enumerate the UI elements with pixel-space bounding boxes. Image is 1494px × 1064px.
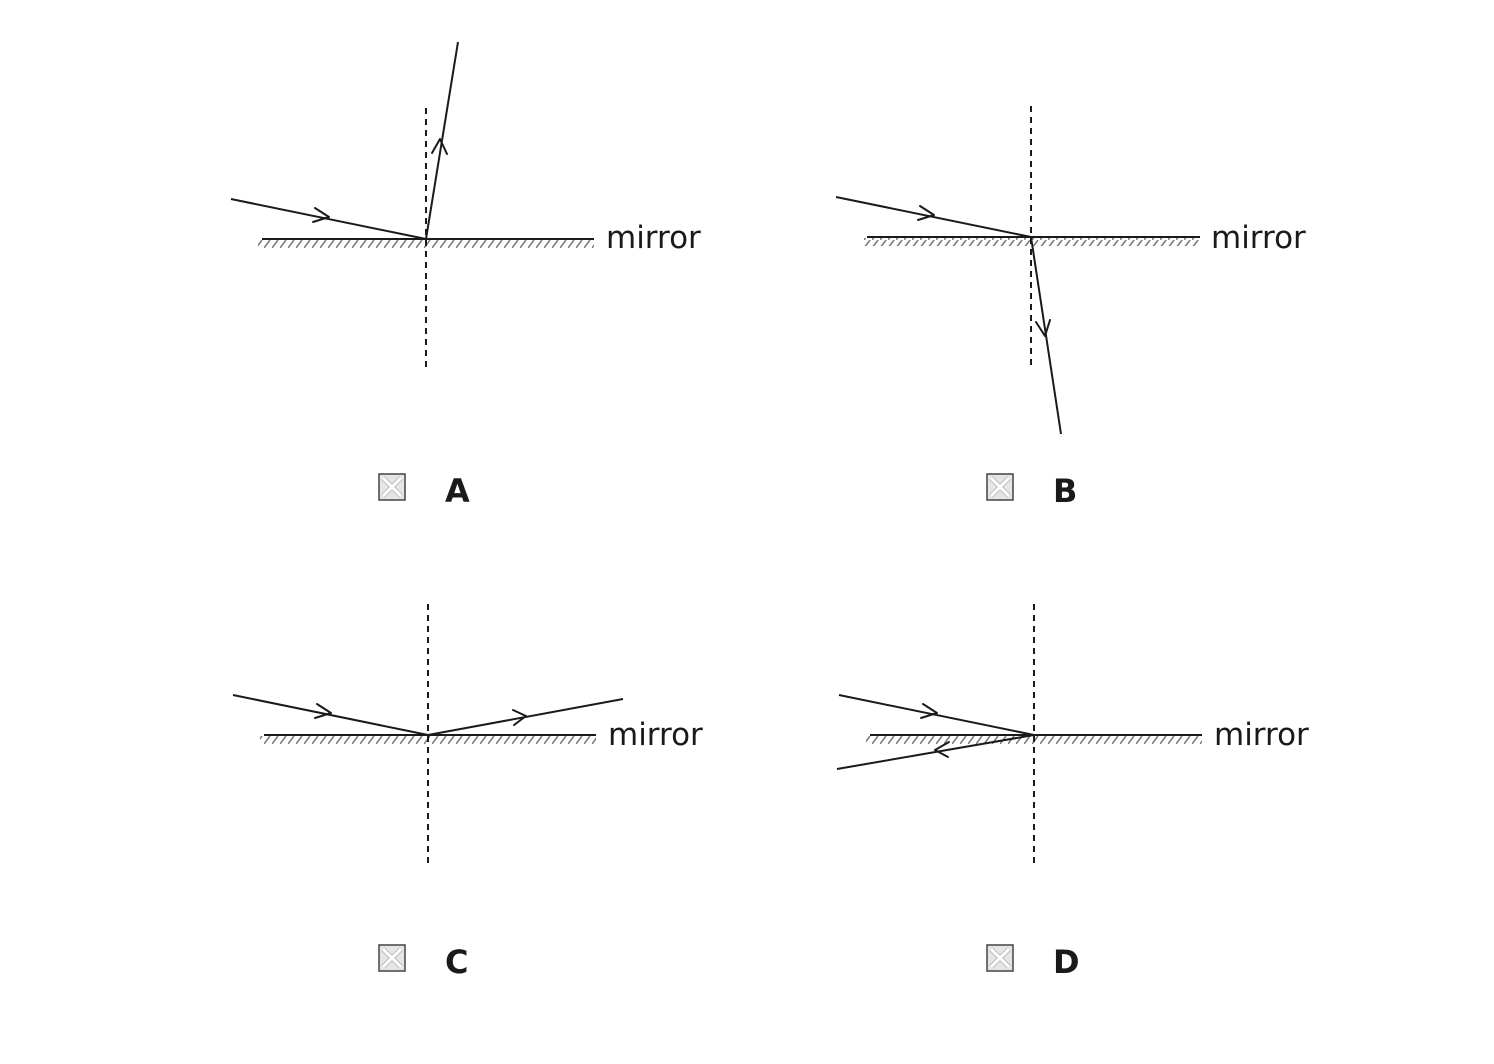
mirror-label: mirror	[1211, 220, 1306, 256]
option-c-diagram: mirror C	[232, 604, 703, 981]
option-letter: B	[1053, 472, 1077, 510]
incident-ray	[230, 198, 427, 240]
incident-ray	[838, 694, 1035, 736]
crossed-checkbox-icon-highlight-2	[989, 476, 1011, 498]
incident-arrowhead-icon	[312, 207, 330, 223]
option-b-checkbox[interactable]	[986, 473, 1014, 501]
mirror-label: mirror	[608, 717, 703, 753]
option-d-diagram: mirror D	[836, 604, 1309, 981]
incident-arrowhead-icon	[314, 703, 332, 719]
incident-arrowhead-icon	[920, 703, 938, 719]
option-letter: D	[1053, 943, 1080, 981]
reflected-arrowhead-icon	[431, 138, 448, 155]
mirror-label: mirror	[1214, 717, 1309, 753]
option-b-diagram: mirror B	[835, 106, 1306, 510]
option-letter: A	[445, 472, 470, 510]
crossed-checkbox-icon-highlight-2	[989, 947, 1011, 969]
crossed-checkbox-icon-highlight-2	[381, 947, 403, 969]
reflected-ray	[836, 734, 1035, 770]
incident-arrowhead-icon	[917, 205, 935, 221]
reflected-arrowhead-icon	[512, 709, 527, 726]
reflected-ray	[425, 41, 459, 240]
incident-ray	[232, 694, 429, 736]
option-letter: C	[445, 943, 468, 981]
incident-ray	[835, 196, 1032, 238]
option-a-diagram: mirror A	[230, 41, 701, 510]
option-c-checkbox[interactable]	[378, 944, 406, 972]
mirror-label: mirror	[606, 220, 701, 256]
option-d-checkbox[interactable]	[986, 944, 1014, 972]
reflected-arrowhead-icon	[934, 741, 950, 758]
option-a-checkbox[interactable]	[378, 473, 406, 501]
crossed-checkbox-icon-highlight-2	[381, 476, 403, 498]
reflected-arrowhead-icon	[1035, 319, 1051, 337]
